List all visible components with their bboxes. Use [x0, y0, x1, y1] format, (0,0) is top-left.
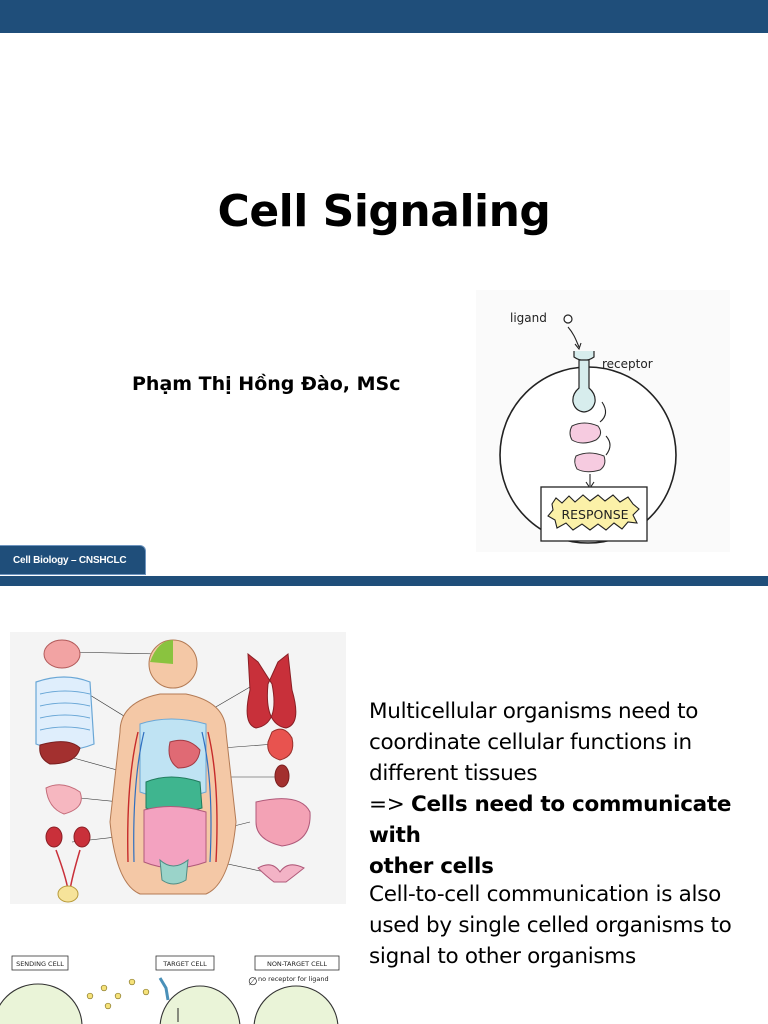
- relay-protein-2: [574, 452, 606, 473]
- para2-line: used by single celled organisms to: [369, 913, 732, 938]
- receptor-icon: [573, 351, 595, 362]
- non-target-cell-icon: [253, 985, 339, 1024]
- spleen-icon: [274, 764, 290, 788]
- top-banner-bar: [0, 0, 768, 33]
- para1-line: different tissues: [369, 761, 538, 786]
- para1-line: coordinate cellular functions in: [369, 730, 692, 755]
- human-organ-illustration: [10, 632, 346, 904]
- course-footer-tab: Cell Biology – CNSHCLC: [0, 545, 146, 575]
- liver-icon: [39, 741, 81, 765]
- para2-line: Cell-to-cell communication is also: [369, 882, 721, 907]
- slide-divider-bar: [0, 576, 768, 586]
- kidney-right-icon: [73, 826, 91, 848]
- brain-icon: [43, 639, 81, 669]
- uterus-icon: [257, 864, 305, 883]
- bold-line: other cells: [369, 854, 494, 879]
- kidney-left-icon: [45, 826, 63, 848]
- target-cell-label: TARGET CELL: [162, 960, 207, 968]
- no-receptor-note: no receptor for ligand: [258, 975, 329, 983]
- author-name: Phạm Thị Hồng Đào, MSc: [132, 373, 401, 395]
- cell-communication-diagram: SENDING CELL TARGET CELL NON-TARGET CELL…: [0, 950, 350, 1024]
- stomach-icon: [45, 784, 82, 815]
- para1-conclusion: => Cells need to communicate with: [369, 789, 759, 851]
- cell-signaling-diagram: ligand receptor RESPONSE: [476, 290, 730, 552]
- para1-line: Multicellular organisms need to: [369, 699, 699, 724]
- receptor-small-icon: [158, 977, 170, 1001]
- paragraph-multicellular: Multicellular organisms need to coordina…: [369, 696, 759, 882]
- lungs-icon: [246, 652, 297, 729]
- arrow-prefix: =>: [369, 792, 411, 817]
- slide-title: Cell Signaling: [217, 186, 551, 237]
- ribcage-icon: [35, 676, 95, 751]
- paragraph-single-celled: Cell-to-cell communication is also used …: [369, 879, 759, 972]
- sending-cell-icon: [0, 983, 83, 1024]
- ligand-icon: [563, 314, 573, 324]
- bold-line: Cells need to communicate with: [369, 792, 732, 848]
- ligand-label: ligand: [510, 311, 547, 325]
- response-burst: [547, 494, 640, 531]
- response-label: RESPONSE: [561, 507, 628, 522]
- no-receptor-symbol: ∅: [248, 975, 258, 988]
- non-target-cell-label: NON-TARGET CELL: [267, 960, 327, 968]
- relay-protein-1: [569, 422, 602, 444]
- receptor-label: receptor: [602, 357, 653, 371]
- para2-line: signal to other organisms: [369, 944, 636, 969]
- heart-icon: [267, 728, 294, 761]
- intestines-icon: [255, 798, 311, 847]
- target-cell-icon: [159, 985, 241, 1024]
- sending-cell-label: SENDING CELL: [16, 960, 64, 968]
